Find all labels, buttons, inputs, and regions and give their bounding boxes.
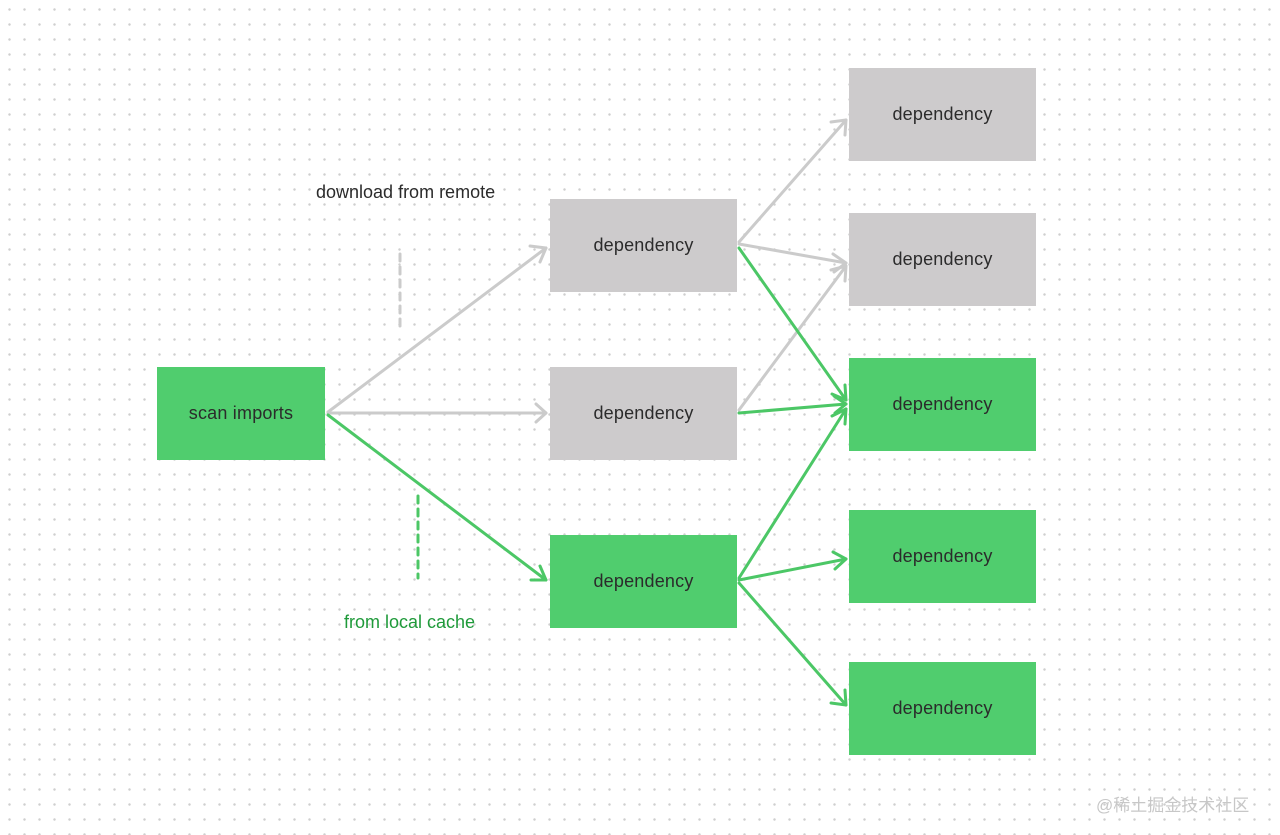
node-label: dependency (892, 546, 993, 566)
arrowhead (832, 394, 848, 415)
edge-dep3-to-fourth (737, 557, 848, 582)
arrowhead (534, 402, 548, 424)
annotation-from-local-cache: from local cache (344, 612, 476, 632)
dependency-node-remote-3: dependency (849, 68, 1036, 161)
edge-dep2-to-middle (737, 402, 848, 415)
dependency-node-cached-3: dependency (849, 510, 1036, 603)
arrowhead (830, 407, 848, 426)
edge-scan-to-dep3 (326, 413, 548, 582)
arrowhead (529, 564, 548, 582)
edge-dep1-to-second (737, 242, 848, 265)
node-label: dependency (892, 394, 993, 414)
arrowhead (831, 550, 848, 571)
node-label: scan imports (188, 403, 294, 423)
annotation-download-from-remote: download from remote (316, 182, 496, 202)
arrowhead (829, 264, 848, 283)
node-label: dependency (593, 571, 694, 591)
scan-imports-node: scan imports (157, 367, 325, 460)
edge-scan-to-dep1 (326, 246, 548, 414)
dependency-node-cached-2: dependency (849, 358, 1036, 451)
dependency-node-remote-2: dependency (550, 367, 737, 460)
node-label: dependency (593, 403, 694, 423)
dependency-node-cached-4: dependency (849, 662, 1036, 755)
edge-dep1-to-top (737, 118, 848, 244)
dependency-node-remote-1: dependency (550, 199, 737, 292)
dependency-node-remote-4: dependency (849, 213, 1036, 306)
node-label: dependency (593, 235, 694, 255)
edge-dep1-to-middle (737, 246, 848, 402)
node-label: dependency (892, 249, 993, 269)
node-label: dependency (892, 698, 993, 718)
watermark: @稀土掘金技术社区 (1096, 796, 1250, 815)
edge-dep2-to-second (737, 264, 848, 412)
arrowhead (829, 688, 848, 707)
edge-dep3-to-fifth (737, 581, 848, 707)
dependency-node-cached-1: dependency (550, 535, 737, 628)
arrowhead (528, 244, 548, 264)
edge-dep3-to-middle (737, 407, 848, 580)
arrowhead (829, 118, 848, 137)
node-label: dependency (892, 104, 993, 124)
